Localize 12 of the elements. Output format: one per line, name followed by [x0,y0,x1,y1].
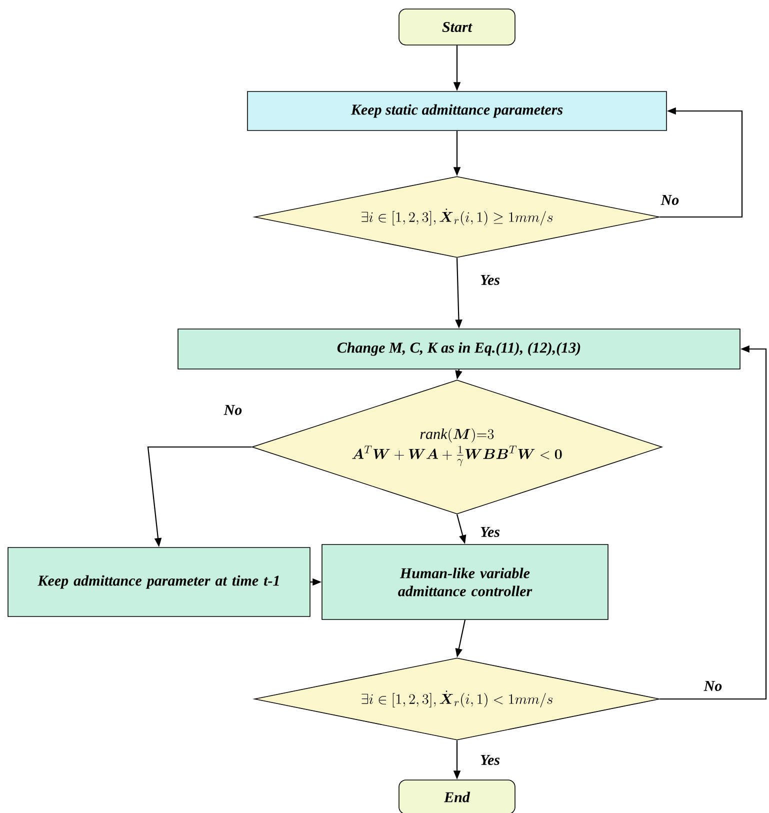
edge-label: Yes [480,527,500,537]
edge-label: Yes [480,755,500,765]
edge-label: Yes [480,275,500,285]
edge-label: No [224,405,242,415]
process-box: Keep static admittance parameters [247,91,667,131]
edge-label: No [704,681,722,691]
edge-label: No [660,195,679,205]
process-box: Keep admittance parameter at time t-1 [8,547,310,617]
terminal-box: Start [398,8,516,46]
process-box: Change M, C, K as in Eq.(11), (12),(13) [178,328,740,370]
process-box: Human-like variable admittance controller [322,544,608,620]
terminal-box: End [398,780,516,813]
